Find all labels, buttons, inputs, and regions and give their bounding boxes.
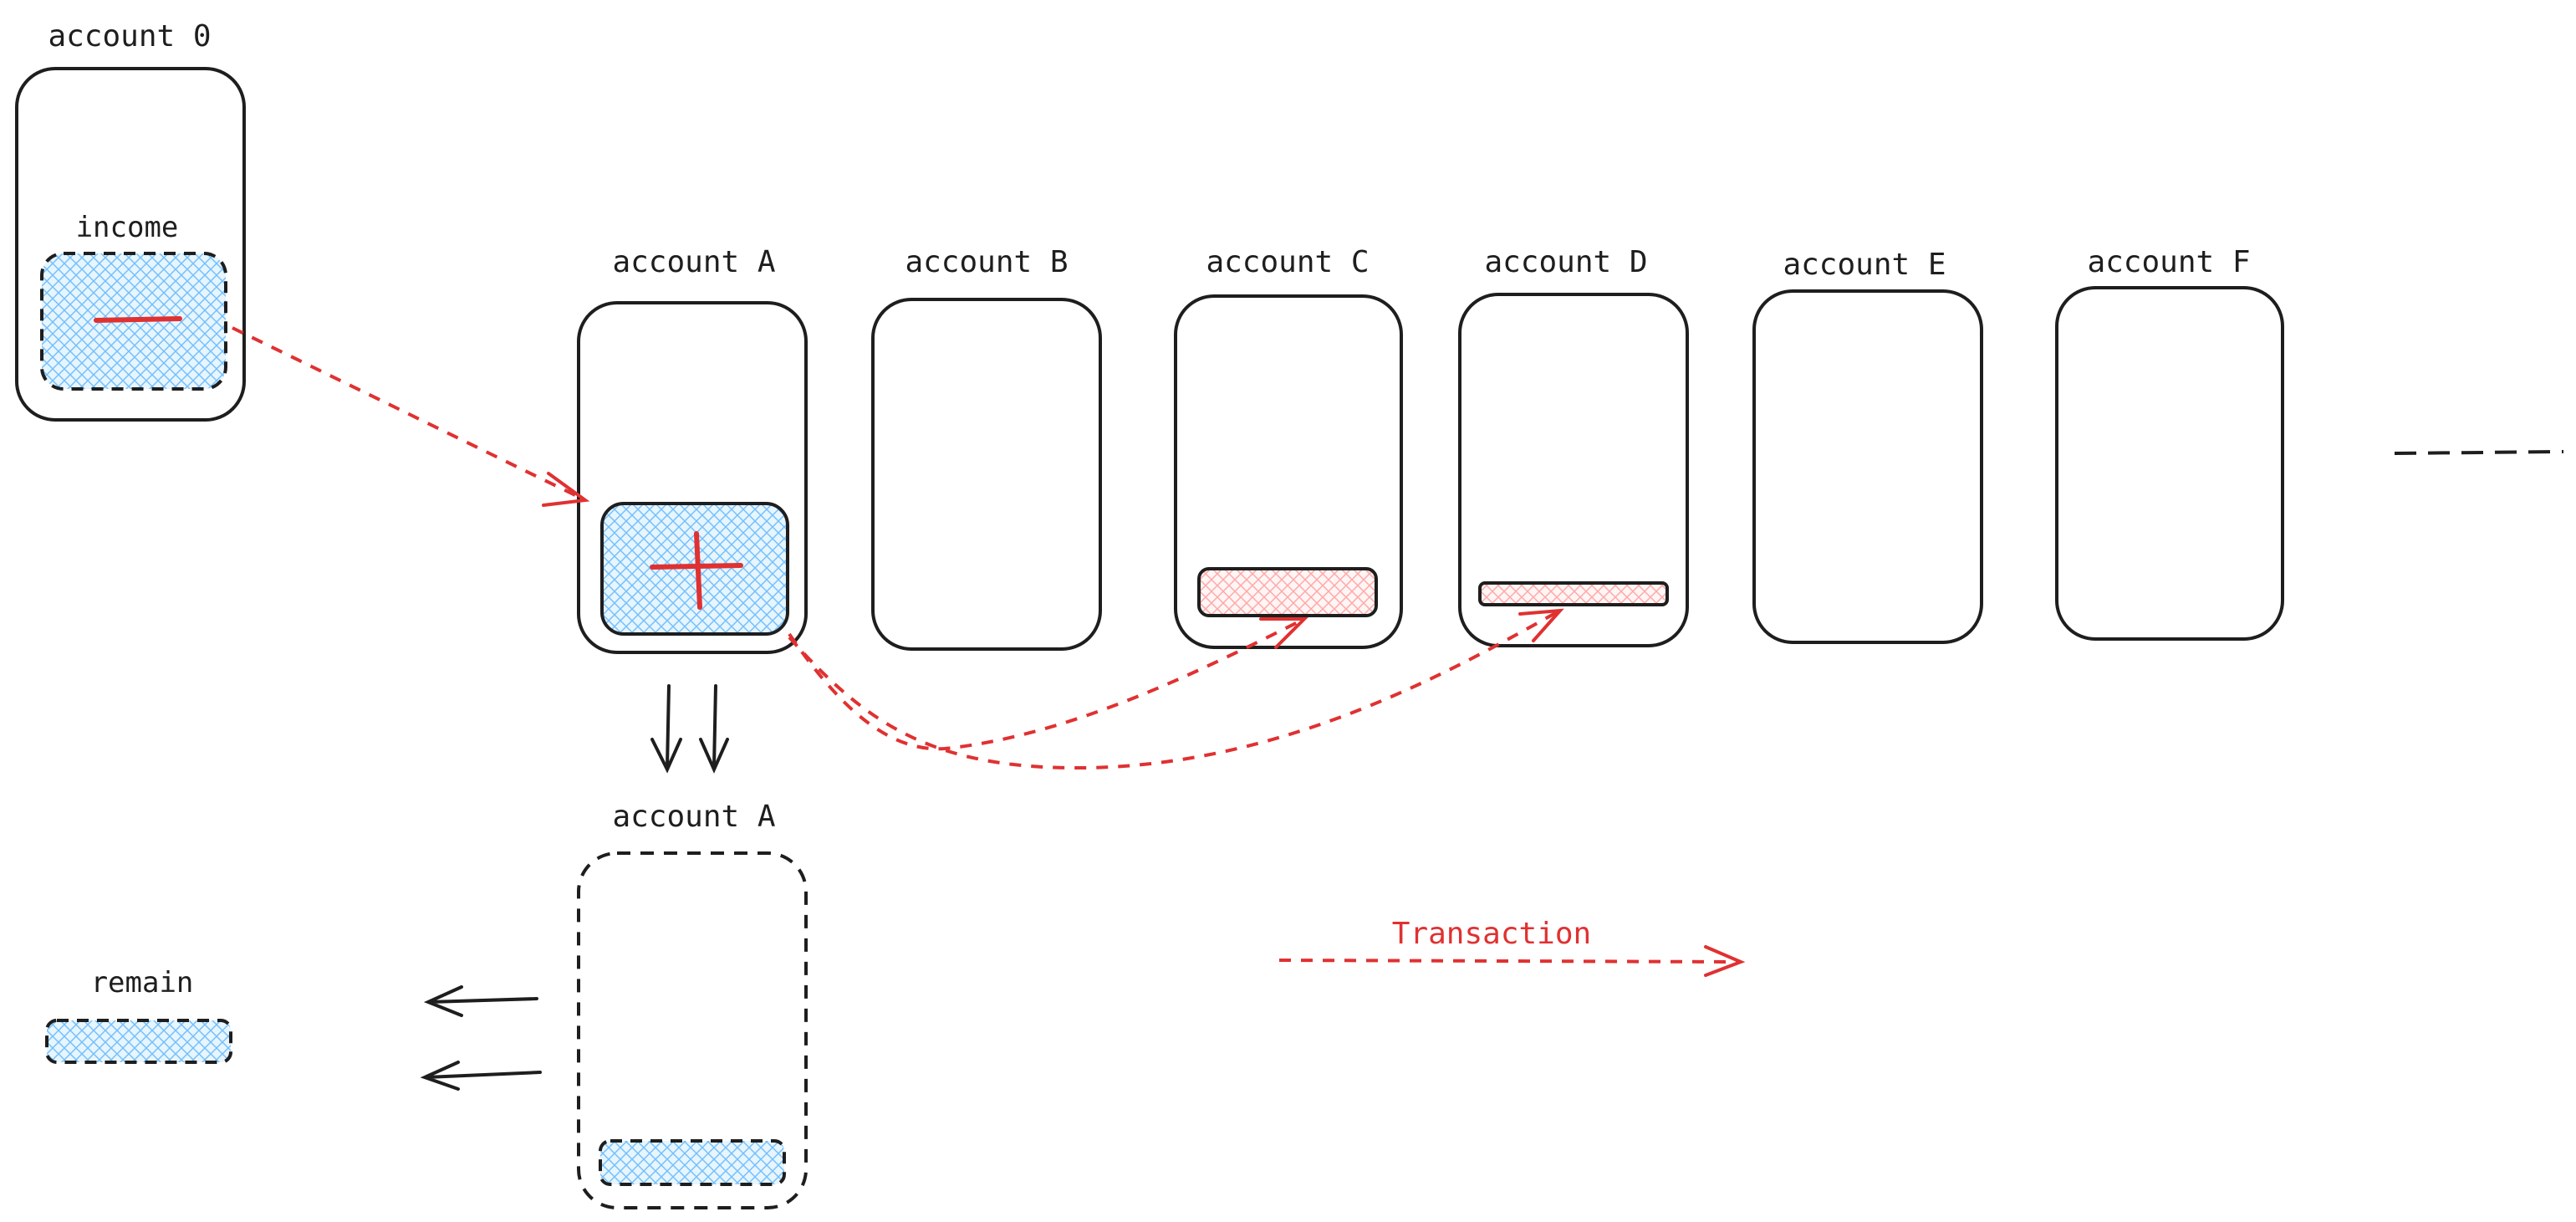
- account-d-box: [1458, 293, 1689, 647]
- transaction-arrow-income-to-a: [232, 326, 590, 507]
- account-c-box: [1174, 294, 1403, 649]
- account-d: account D: [1458, 245, 1689, 647]
- continuation-dashes: [2394, 450, 2564, 455]
- account-c: account C: [1174, 245, 1403, 649]
- account-f-box: [2055, 286, 2284, 641]
- account-e: account E: [1752, 248, 1983, 644]
- remain-label: remain: [91, 966, 194, 1000]
- remain-block-in-a: [599, 1139, 786, 1186]
- account-b-box: [871, 298, 1102, 651]
- account-a: account A: [577, 245, 808, 654]
- minus-icon: [94, 316, 182, 323]
- credit-block: [600, 502, 789, 636]
- account-c-label: account C: [1206, 245, 1369, 279]
- debit-block-c: [1197, 567, 1378, 617]
- account-b: account B: [871, 245, 1102, 651]
- account-a-after-label: account A: [612, 800, 775, 834]
- debit-block-d: [1478, 581, 1669, 606]
- account-a-after-box: [577, 851, 808, 1209]
- account-f-label: account F: [2087, 245, 2250, 279]
- account-e-box: [1752, 289, 1983, 644]
- left-arrows: [420, 985, 542, 1091]
- plus-icon: [650, 531, 743, 610]
- remain: remain: [45, 966, 232, 1064]
- down-arrows: [650, 684, 729, 774]
- legend-transaction-arrow: [1278, 959, 1740, 964]
- remain-block: [45, 1019, 232, 1064]
- account-0: account 0 income: [15, 19, 246, 422]
- account-a-label: account A: [612, 245, 775, 279]
- legend-transaction-label: Transaction: [1392, 917, 1591, 951]
- account-0-label: account 0: [48, 19, 211, 54]
- legend-transaction: Transaction: [1278, 917, 1746, 977]
- account-e-label: account E: [1783, 248, 1946, 282]
- income-block: [40, 252, 227, 391]
- account-d-label: account D: [1484, 245, 1647, 279]
- account-f: account F: [2055, 245, 2284, 641]
- account-b-label: account B: [905, 245, 1068, 279]
- account-a-after: account A: [577, 800, 808, 1209]
- transaction-arrow-a-to-c: [788, 617, 1308, 751]
- transaction-arrow-a-to-d: [788, 608, 1564, 770]
- income-label: income: [76, 211, 179, 244]
